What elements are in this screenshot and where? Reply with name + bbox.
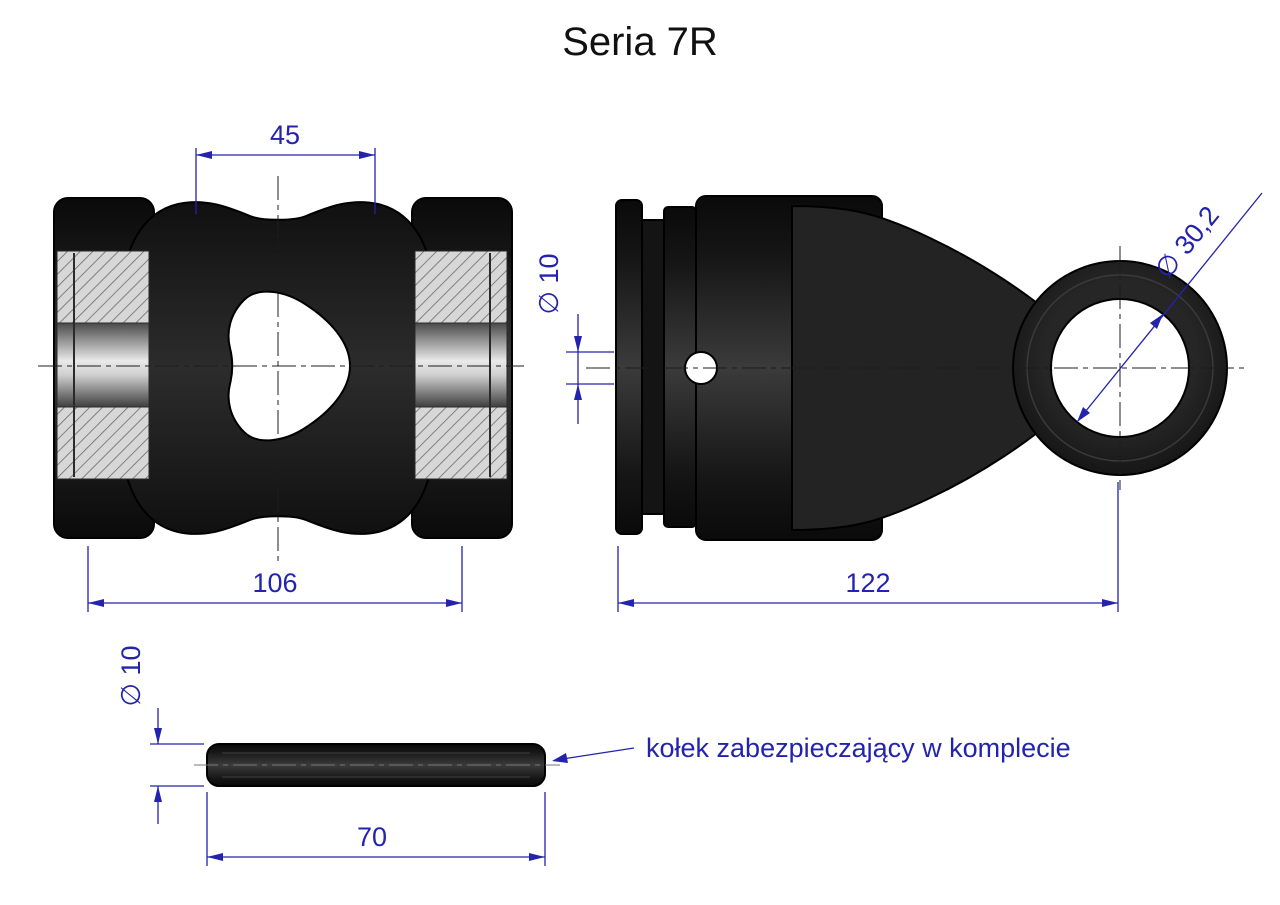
dim-overall-width-arrow-left xyxy=(88,599,104,607)
dim-inner-width: 45 xyxy=(195,120,376,214)
dim-inner-width-arrow-right xyxy=(359,151,375,159)
end-flange xyxy=(615,199,643,535)
dim-pin-hole-arrow-bottom xyxy=(574,384,582,400)
dim-overall-width-label: 106 xyxy=(252,568,297,598)
dim-ring-bore-arrow-lower xyxy=(1077,407,1090,422)
safety-pin-body xyxy=(206,743,546,787)
pin-view: ∅ 10 70 kołek zabezpieczający w kompleci… xyxy=(116,645,1071,866)
dim-pin-length-arrow-right xyxy=(529,853,545,861)
dim-ring-bore-label: ∅ 30,2 xyxy=(1149,200,1225,284)
dim-ring-bore-line xyxy=(1076,192,1263,423)
pin-note-leader-arrow xyxy=(552,753,568,763)
dim-overall-length-arrow-left xyxy=(618,599,634,607)
bearing-bore-right xyxy=(414,322,508,408)
dim-pin-diameter-arrow-bottom xyxy=(154,786,162,802)
dim-pin-length: 70 xyxy=(206,792,546,866)
dim-overall-length-label: 122 xyxy=(845,568,890,598)
dim-overall-length: 122 xyxy=(617,482,1119,612)
dim-pin-hole: ∅ 10 xyxy=(534,253,614,424)
dim-pin-length-arrow-left xyxy=(207,853,223,861)
dim-ring-bore-arrow-upper xyxy=(1150,314,1163,329)
dim-pin-hole-arrow-top xyxy=(574,336,582,352)
dim-overall-width-arrow-right xyxy=(446,599,462,607)
dim-pin-diameter: ∅ 10 xyxy=(116,645,204,824)
dim-overall-width: 106 xyxy=(87,546,463,612)
bearing-bore-left xyxy=(56,322,150,408)
dim-inner-width-label: 45 xyxy=(270,120,300,150)
dim-inner-width-arrow-left xyxy=(196,151,212,159)
dim-pin-hole-label: ∅ 10 xyxy=(534,253,564,314)
front-view: 45 106 xyxy=(38,120,524,612)
flange-step xyxy=(641,219,665,515)
pin-note-label: kołek zabezpieczający w komplecie xyxy=(646,733,1071,763)
dim-pin-length-label: 70 xyxy=(357,822,387,852)
side-view: ∅ 10 ∅ 30,2 122 xyxy=(534,192,1263,612)
dim-pin-diameter-arrow-top xyxy=(154,728,162,744)
page-title: Seria 7R xyxy=(562,20,718,64)
pin-note-leader-line xyxy=(555,747,635,761)
dim-overall-length-arrow-right xyxy=(1102,599,1118,607)
pin-note: kołek zabezpieczający w komplecie xyxy=(552,733,1071,763)
dim-pin-diameter-label: ∅ 10 xyxy=(116,645,146,706)
